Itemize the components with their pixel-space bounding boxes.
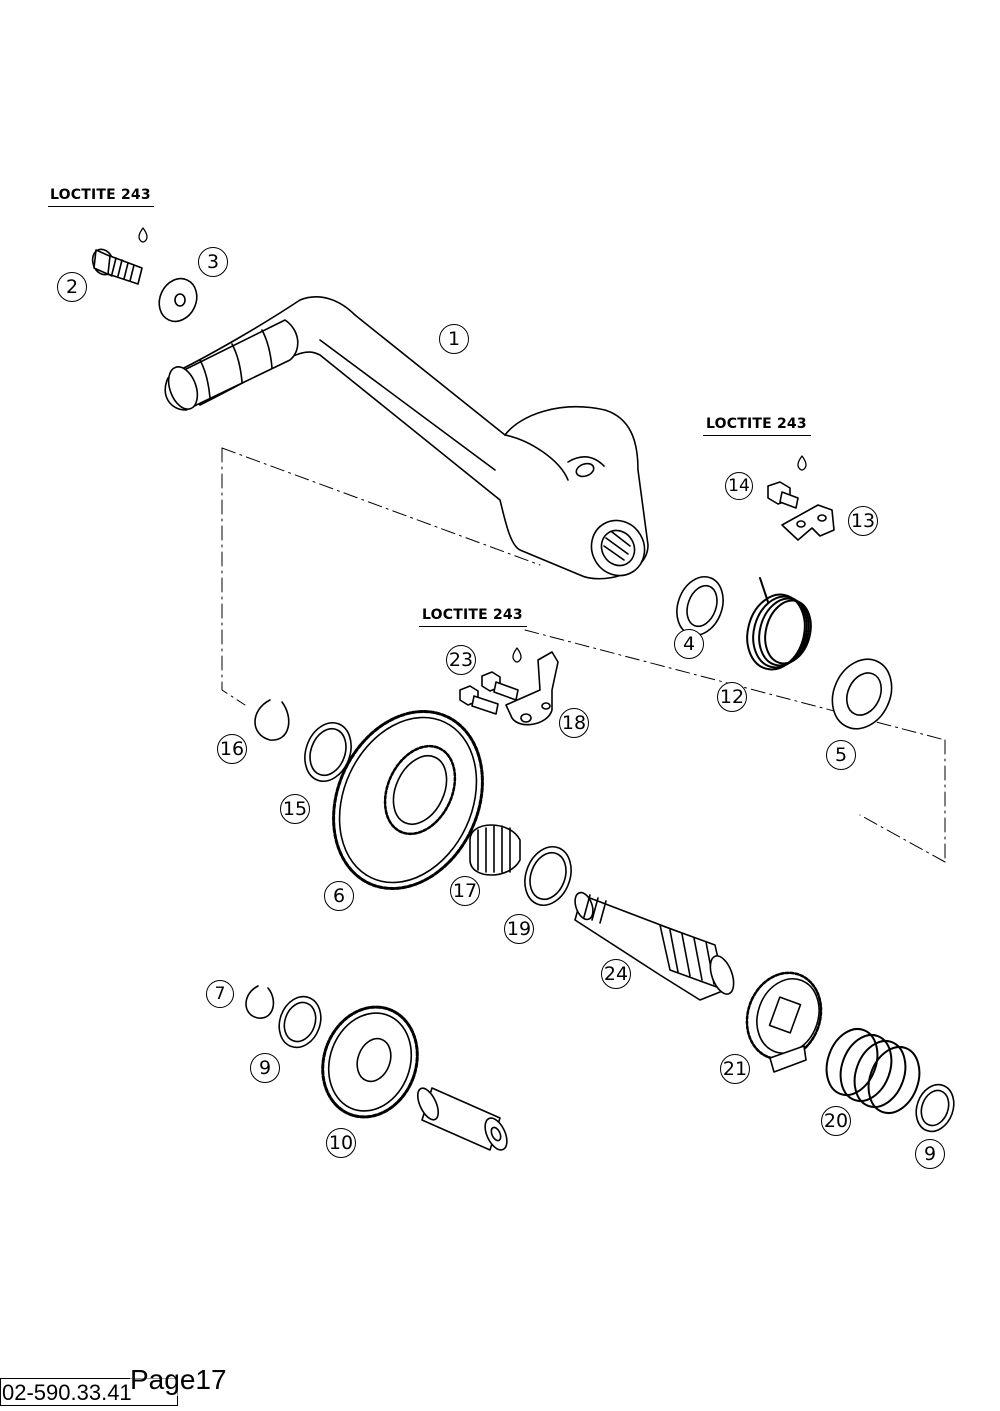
loctite-note-bracket-bolt: LOCTITE 243 <box>706 416 807 432</box>
callout-7: 7 <box>206 980 234 1008</box>
callout-18: 18 <box>559 708 589 738</box>
part-24-kick-start-shaft <box>574 891 735 1001</box>
callout-17: 17 <box>450 876 480 906</box>
loctite-drop-icons <box>138 227 807 663</box>
part-19-washer <box>524 846 572 906</box>
callout-24: 24 <box>601 959 631 989</box>
part-1-kick-starter-lever <box>164 296 649 580</box>
callout-23: 23 <box>446 645 476 675</box>
callout-21: 21 <box>720 1054 750 1084</box>
part-10-idler-gear <box>321 1005 419 1119</box>
callout-4: 4 <box>674 629 704 659</box>
callout-2: 2 <box>57 272 87 302</box>
callout-12: 12 <box>717 682 747 712</box>
loctite-underline-stopper-bolts <box>419 626 527 627</box>
part-4-thrust-washer <box>676 576 724 636</box>
callout-19: 19 <box>504 914 534 944</box>
part-9-washer-left <box>278 995 322 1049</box>
callout-9-left: 9 <box>250 1053 280 1083</box>
loctite-underline-screw <box>48 206 154 207</box>
callout-9-right: 9 <box>915 1139 945 1169</box>
part-2-countersunk-screw <box>91 248 143 285</box>
part-3-washer <box>158 277 198 323</box>
callout-14: 14 <box>725 472 753 500</box>
part-20-compression-spring <box>825 1028 921 1114</box>
part-12-torsion-spring <box>746 577 812 671</box>
part-23-bolts <box>459 671 519 715</box>
part-13-bracket <box>781 504 835 541</box>
callout-3: 3 <box>198 247 228 277</box>
callout-5: 5 <box>826 740 856 770</box>
loctite-underline-bracket-bolt <box>703 435 811 436</box>
part-17-needle-bearing <box>469 824 521 876</box>
callout-20: 20 <box>821 1106 851 1136</box>
part-21-ratchet-gear <box>745 971 823 1073</box>
idler-gear-bushing <box>416 1087 508 1151</box>
document-code: 02-590.33.41 <box>2 1380 132 1405</box>
part-16-circlip <box>254 699 290 741</box>
part-15-washer <box>304 722 352 782</box>
page-number-label: Page17 <box>130 1364 227 1396</box>
part-18-stopper-plate <box>505 651 559 726</box>
callout-10: 10 <box>326 1128 356 1158</box>
loctite-note-stopper-bolts: LOCTITE 243 <box>422 607 523 623</box>
callout-1: 1 <box>439 324 469 354</box>
part-7-circlip <box>245 985 275 1019</box>
part-6-kick-start-gear <box>332 710 484 890</box>
part-5-spring-washer <box>831 658 893 730</box>
callout-15: 15 <box>280 794 310 824</box>
part-14-flange-bolt <box>767 481 799 509</box>
part-9-washer-right <box>915 1083 955 1133</box>
callout-6: 6 <box>324 881 354 911</box>
callout-13: 13 <box>848 506 878 536</box>
loctite-note-screw: LOCTITE 243 <box>50 187 151 203</box>
callout-16: 16 <box>217 734 247 764</box>
